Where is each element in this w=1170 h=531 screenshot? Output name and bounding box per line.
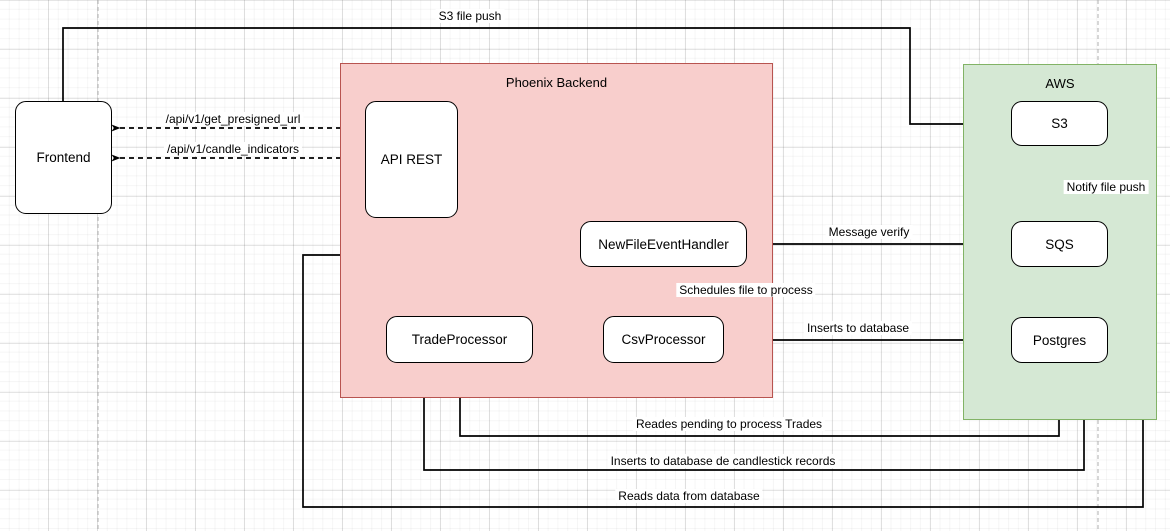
node-csvprocessor[interactable]: CsvProcessor xyxy=(603,316,724,363)
node-newfileeventhandler[interactable]: NewFileEventHandler xyxy=(580,221,747,267)
edge-label-reades-pending-to-process-trades: Reades pending to process Trades xyxy=(632,417,826,431)
group-phoenix-backend-label: Phoenix Backend xyxy=(505,75,608,90)
edge-label-get-presigned-url: /api/v1/get_presigned_url xyxy=(162,112,304,126)
edge-tradeprocessor-to-postgres xyxy=(423,363,1088,471)
edge-label-inserts-to-database: Inserts to database xyxy=(803,321,913,335)
node-api-rest[interactable]: API REST xyxy=(365,101,458,218)
edge-label-notify-file-push: Notify file push xyxy=(1063,180,1149,194)
edge-frontend-to-s3 xyxy=(62,27,1004,128)
group-aws-label: AWS xyxy=(1045,76,1075,91)
node-frontend[interactable]: Frontend xyxy=(15,101,112,214)
node-s3[interactable]: S3 xyxy=(1011,101,1108,146)
edge-label-message-verify: Message verify xyxy=(825,225,913,239)
edge-label-reads-data-from-database: Reads data from database xyxy=(615,489,763,503)
edge-label-schedules-file-to-process: Schedules file to process xyxy=(676,283,816,297)
node-tradeprocessor[interactable]: TradeProcessor xyxy=(386,316,533,363)
edge-label-candle-indicators: /api/v1/candle_indicators xyxy=(163,142,303,156)
node-sqs[interactable]: SQS xyxy=(1011,221,1108,267)
node-postgres[interactable]: Postgres xyxy=(1011,317,1108,363)
edge-label-inserts-to-database-candlestick: Inserts to database de candlestick recor… xyxy=(607,454,839,468)
edge-label-s3-file-push: S3 file push xyxy=(435,9,505,23)
